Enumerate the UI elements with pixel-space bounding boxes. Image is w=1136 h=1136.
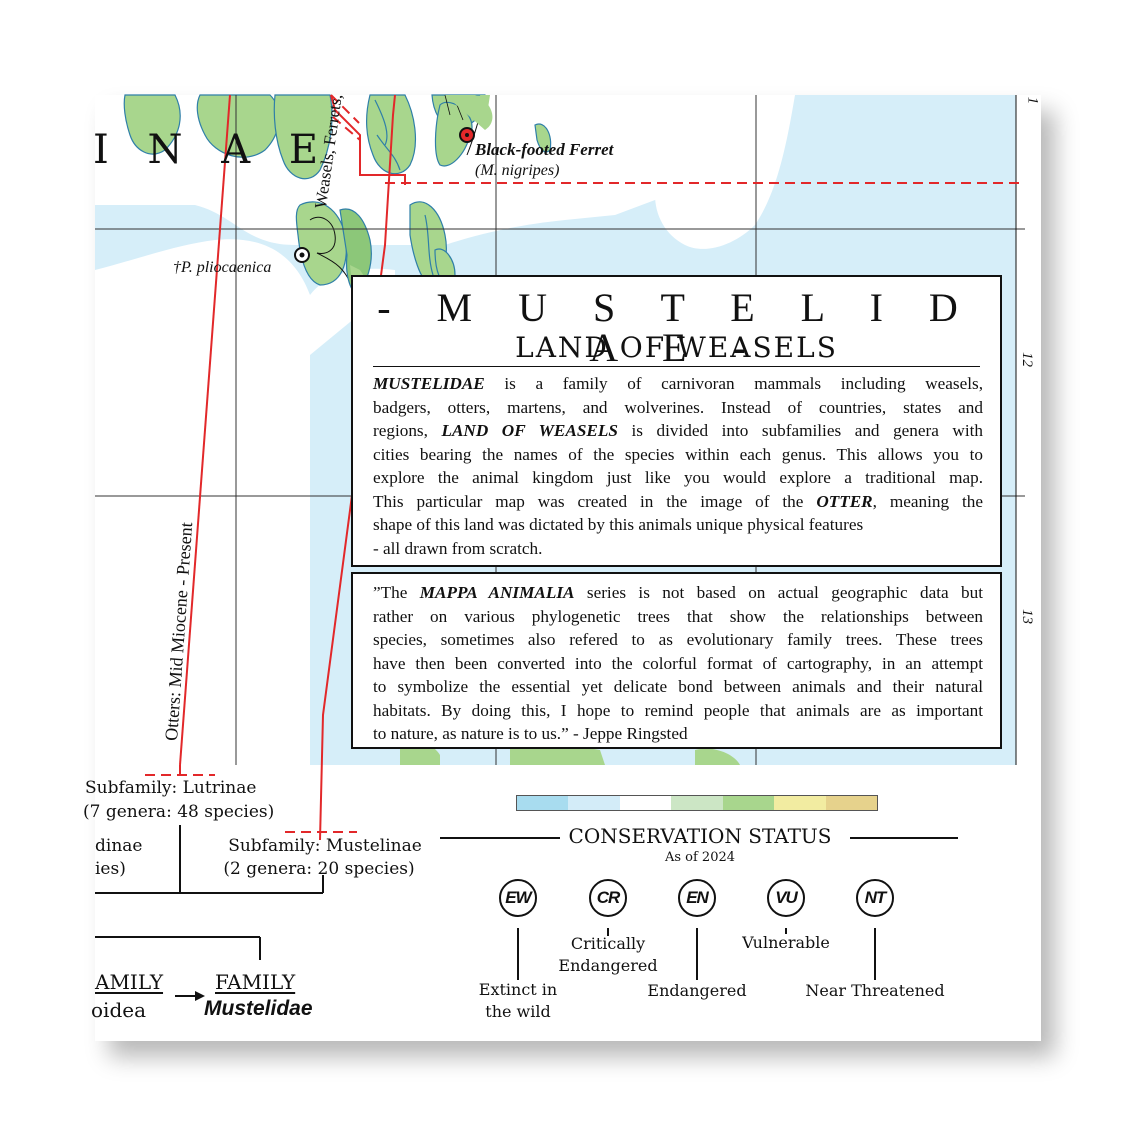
white-landmass-left [95,239,310,765]
description-line: - all drawn from scratch. [373,538,543,558]
scale-swatch [671,796,723,810]
status-connector [607,928,609,936]
status-nt-label: Near Threatened [795,980,955,1002]
city-name-pliocaenica: †P. pliocaenica [173,259,272,276]
subfamily-lutrinae-count: (7 genera: 48 species) [83,802,275,822]
status-label-line: the wild [485,1002,551,1021]
scale-swatch [722,796,775,810]
status-vu-badge: VU [767,879,805,917]
description-line: explore the animal kingdom just like you… [373,468,983,487]
status-label-line: Critically [570,934,646,953]
island-pliocaenica [295,201,347,286]
scale-swatch [568,796,620,810]
subfamily-mustelinae-count: (2 genera: 20 species) [223,859,415,879]
status-connector [785,928,787,934]
status-connector [696,928,698,980]
info-description: MUSTELIDAE is a family of carnivoran mam… [373,372,983,560]
subfamily-mustelinae-name: Subfamily: Mustelinae [228,836,422,856]
subfamily-partial-count: ies) [95,859,126,879]
status-label-line: Vulnerable [742,933,830,952]
scale-swatch [825,796,877,810]
superfamily-heading: AMILY [95,970,164,994]
status-en-badge: EN [678,879,716,917]
quote-line: species, sometimes also refered to as ev… [373,630,983,649]
conservation-title: CONSERVATION STATUS [568,824,832,848]
status-en-label: Endangered [617,980,777,1002]
status-cr-badge: CR [589,879,627,917]
scale-swatch [619,796,672,810]
city-latin-black-footed-ferret: (M. nigripes) [475,162,560,179]
status-vu-label: Vulnerable [706,932,866,954]
quote-line: habitats. By doing this, I hope to remin… [373,700,983,720]
description-line: regions, LAND OF WEASELS is divided into… [373,421,983,440]
subfamily-partial-name: dinae [95,836,143,856]
info-subtitle: LAND OF WEASELS [515,331,838,364]
status-label-line: Near Threatened [805,981,945,1000]
status-connector [874,928,876,980]
island-1 [123,94,181,155]
status-ew-badge: EW [499,879,537,917]
conservation-subtitle: As of 2024 [664,850,736,865]
family-heading: FAMILY [215,970,296,994]
taxonomy-lines [95,825,324,1001]
status-label-line: Endangered [558,956,658,975]
title-divider [373,366,980,367]
description-line: shape of this land was dictated by this … [373,515,864,534]
description-line: cities bearing the names of the species … [373,444,983,464]
status-connector [517,928,519,980]
subfamily-borders [179,94,406,841]
info-box: - M U S T E L I D A E - LAND OF WEASELS … [351,275,1002,567]
subfamily-lutrinae-name: Subfamily: Lutrinae [85,778,257,798]
title-rule-right [850,837,958,839]
status-label-line: Extinct in [478,980,558,999]
island-3 [273,94,333,180]
description-line: badgers, otters, martens, and wolverines… [373,397,983,417]
quote-line: to symbolize the essential yet delicate … [373,677,983,696]
arrow-head [195,991,205,1001]
quote-line: have then been converted into the colorf… [373,653,983,673]
city-name-black-footed-ferret: Black-footed Ferret [475,140,614,159]
poster-sheet: I N A E Black-footed Ferret (M. nigripes… [83,93,1041,1041]
description-line: MUSTELIDAE is a family of carnivoran mam… [373,374,983,393]
quote-line: rather on various phylogenetic trees tha… [373,606,983,626]
title-rule-left [440,837,560,839]
scale-swatch [774,796,826,810]
quote-line: to nature, as nature is to us.” - Jeppe … [373,724,688,743]
status-ew-label: Extinct in the wild [438,979,598,1023]
scale-swatch [517,796,569,810]
family-name: Mustelidae [204,997,313,1020]
info-title: - M U S T E L I D A E - [377,285,976,370]
region-label: I N A E [93,127,332,173]
quote-line: ”The MAPPA ANIMALIA series is not based … [373,583,983,602]
superfamily-name: oidea [91,998,146,1022]
quote-box: ”The MAPPA ANIMALIA series is not based … [351,572,1002,749]
conservation-color-scale [516,795,878,811]
quote-text: ”The MAPPA ANIMALIA series is not based … [373,581,983,746]
description-line: This particular map was created in the i… [373,491,983,511]
status-label-line: Endangered [647,981,747,1000]
status-nt-badge: NT [856,879,894,917]
